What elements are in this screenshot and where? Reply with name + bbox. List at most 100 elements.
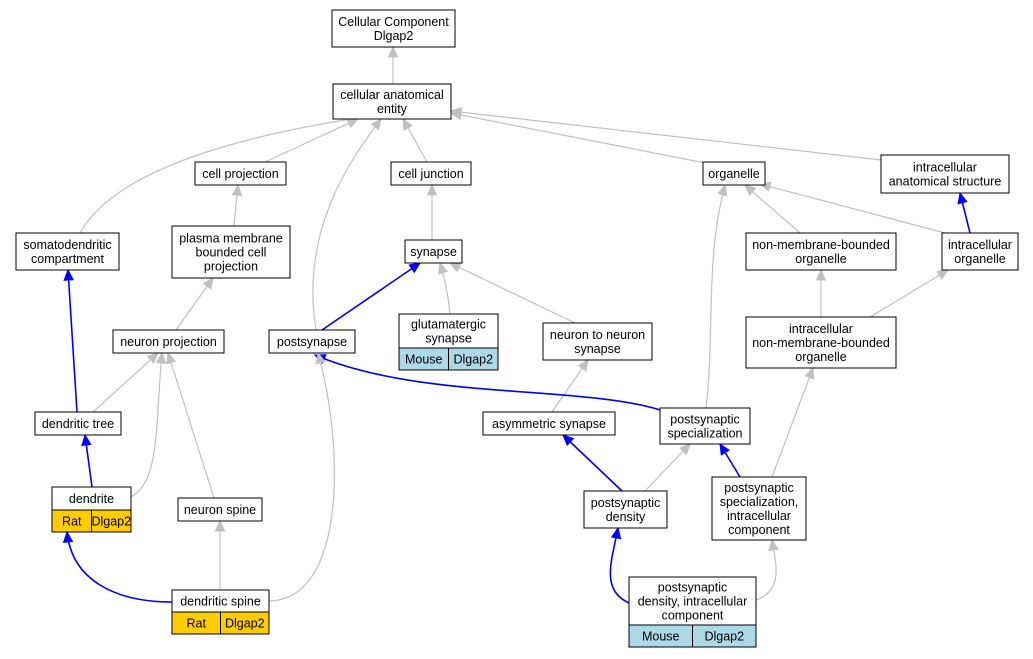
node-asymmetric-synapse[interactable]: asymmetric synapse [482, 411, 616, 436]
arrowhead-dendritic-spine-to-postsynapse [315, 351, 326, 365]
node-label-line: plasma membrane [179, 232, 283, 246]
node-label-line: cell projection [202, 167, 278, 181]
node-label-line: synapse [410, 245, 457, 259]
annotation-rat-label: Rat [62, 515, 82, 529]
node-cell-projection[interactable]: cell projection [194, 161, 287, 186]
node-neuron-projection[interactable]: neuron projection [112, 329, 225, 354]
arrowhead-pm-bounded-cell-projection-to-cell-projection [231, 183, 243, 196]
node-psp-spec-intracellular-component[interactable]: postsynapticspecialization,intracellular… [711, 476, 807, 541]
node-label-line: somatodendritic [23, 238, 111, 252]
node-box [331, 9, 456, 48]
node-label-line: dendritic tree [42, 417, 114, 431]
annotation-dlgap2-label: Dlgap2 [225, 617, 265, 631]
arrowhead-glutamatergic-synapse-to-synapse [437, 261, 449, 275]
node-dendritic-tree[interactable]: dendritic tree [34, 411, 122, 436]
edge-dendritic-tree-to-neuron-projection [92, 352, 159, 413]
edge-psd-intracellular-component-to-postsynaptic-density [609, 527, 630, 604]
node-label-line: Cellular Component [338, 15, 449, 29]
node-label-line: neuron to neuron [550, 328, 645, 342]
node-box [583, 490, 668, 529]
node-label-line: Dlgap2 [374, 29, 414, 43]
edges-layer [62, 45, 971, 604]
node-synapse[interactable]: synapse [404, 239, 463, 264]
arrowhead-cellular-anatomical-entity-to-root [387, 45, 399, 58]
arrowhead-neuron-spine-to-neuron-projection [166, 351, 177, 365]
node-cell-junction[interactable]: cell junction [390, 161, 472, 186]
arrowhead-postsynaptic-density-to-asymmetric-synapse [562, 434, 575, 447]
node-box [390, 161, 472, 186]
node-label-line: postsynapse [277, 335, 347, 349]
node-label-line: bounded cell [196, 246, 267, 260]
node-label-line: glutamatergic [411, 318, 486, 332]
edge-dendritic-spine-to-postsynapse [268, 352, 335, 602]
annotation-mouse-label: Mouse [405, 353, 443, 367]
node-label-line: postsynaptic [724, 481, 793, 495]
annotation-mouse-label: Mouse [642, 630, 680, 644]
node-postsynapse[interactable]: postsynapse [268, 329, 356, 354]
arrowhead-psd-intracellular-component-to-postsynaptic-density [610, 526, 622, 540]
edge-postsynapse-to-cellular-anatomical-entity [312, 118, 382, 331]
node-box [941, 232, 1019, 271]
annotation-dlgap2-label: Dlgap2 [704, 630, 744, 644]
node-box [177, 497, 263, 522]
node-neuron-spine[interactable]: neuron spine [177, 497, 263, 522]
edge-organelle-to-cellular-anatomical-entity [450, 112, 706, 164]
node-box [34, 411, 122, 436]
node-box [542, 322, 653, 361]
edge-non-membrane-bounded-organelle-to-organelle [744, 184, 801, 234]
annotation-cell [220, 611, 270, 635]
node-label-line: organelle [795, 350, 846, 364]
arrowhead-intracellular-anatomical-structure-to-cellular-anatomical-entity [449, 106, 463, 118]
annotation-cell [448, 347, 499, 371]
edge-dendritic-spine-to-dendrite [66, 531, 173, 603]
arrowhead-dendritic-spine-to-dendrite [62, 530, 74, 543]
edge-postsynaptic-specialization-to-postsynapse [314, 354, 661, 411]
arrowhead-dendritic-tree-to-somatodendritic-compartment [63, 268, 74, 281]
edge-neuron-projection-to-pm-bounded-cell-projection [175, 277, 214, 331]
node-label-line: intracellular [913, 161, 977, 175]
node-label-line: synapse [574, 342, 621, 356]
node-label-line: synapse [425, 332, 472, 346]
edge-postsynaptic-density-to-asymmetric-synapse [562, 434, 623, 492]
annotation-dlgap2-label: Dlgap2 [453, 353, 493, 367]
edge-neuron-to-neuron-synapse-to-synapse [449, 262, 576, 324]
node-label-line: density [606, 510, 646, 524]
arrowhead-postsynaptic-specialization-to-organelle [717, 183, 728, 197]
arrowhead-intracellular-organelle-to-intracellular-anatomical-structure [957, 191, 968, 205]
node-box [15, 232, 120, 271]
arrowhead-cell-junction-to-cellular-anatomical-entity [402, 117, 413, 131]
arrowhead-postsynapse-to-cellular-anatomical-entity [370, 118, 382, 131]
node-intracellular-nmb-organelle[interactable]: intracellularnon-membrane-boundedorganel… [745, 316, 897, 369]
edge-postsynaptic-density-to-postsynaptic-specialization [644, 443, 691, 492]
node-label-line: postsynaptic [591, 496, 660, 510]
arrowhead-intracellular-nmb-organelle-to-non-membrane-bounded-organelle [815, 268, 827, 281]
node-label-line: specialization [667, 427, 742, 441]
node-label-line: component [728, 523, 790, 537]
node-label-line: non-membrane-bounded [752, 336, 890, 350]
edge-cell-projection-to-cellular-anatomical-entity [264, 118, 359, 163]
edge-postsynapse-to-synapse [321, 262, 421, 331]
node-label-line: postsynaptic [670, 413, 739, 427]
node-organelle[interactable]: organelle [702, 161, 766, 186]
arrowhead-psd-intracellular-component-to-psp-spec-intracellular-component [768, 538, 779, 552]
edge-dendritic-tree-to-somatodendritic-compartment [67, 269, 78, 413]
node-box [711, 476, 807, 541]
edge-asymmetric-synapse-to-neuron-to-neuron-synapse [551, 359, 589, 413]
node-label-line: neuron spine [184, 503, 256, 517]
node-label-line: entity [377, 102, 408, 116]
